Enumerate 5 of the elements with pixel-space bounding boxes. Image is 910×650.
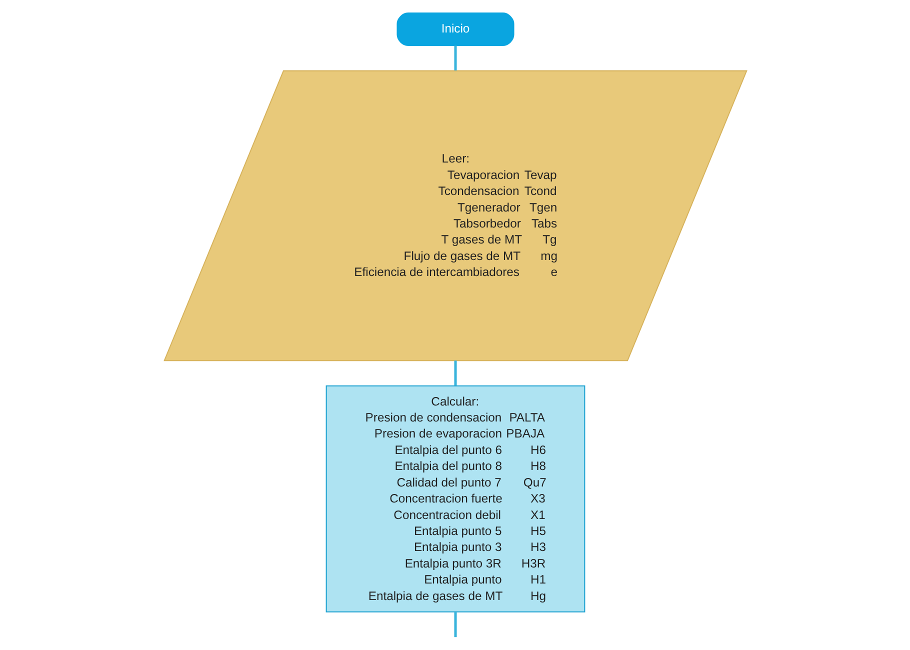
node-box: Calcular: Presion de condensacion PALTA Presion de evaporacion PBAJA Entalpia del punto 6 H6 Entalpia del punto 8 H8 Calidad del punto 7 Qu7 Concentracion fuerte X3 Concentracion debil X1 Entalpia punto 5 H5 Entalpia punto 3 H3 Entalpia punto 3R H3R Entalpia punto H1 Entalpia de gases de MT Hg: [325, 384, 585, 612]
connector: [454, 612, 456, 637]
node-box: Inicio: [396, 12, 514, 46]
connector: [454, 45, 456, 70]
connector: [454, 360, 456, 386]
